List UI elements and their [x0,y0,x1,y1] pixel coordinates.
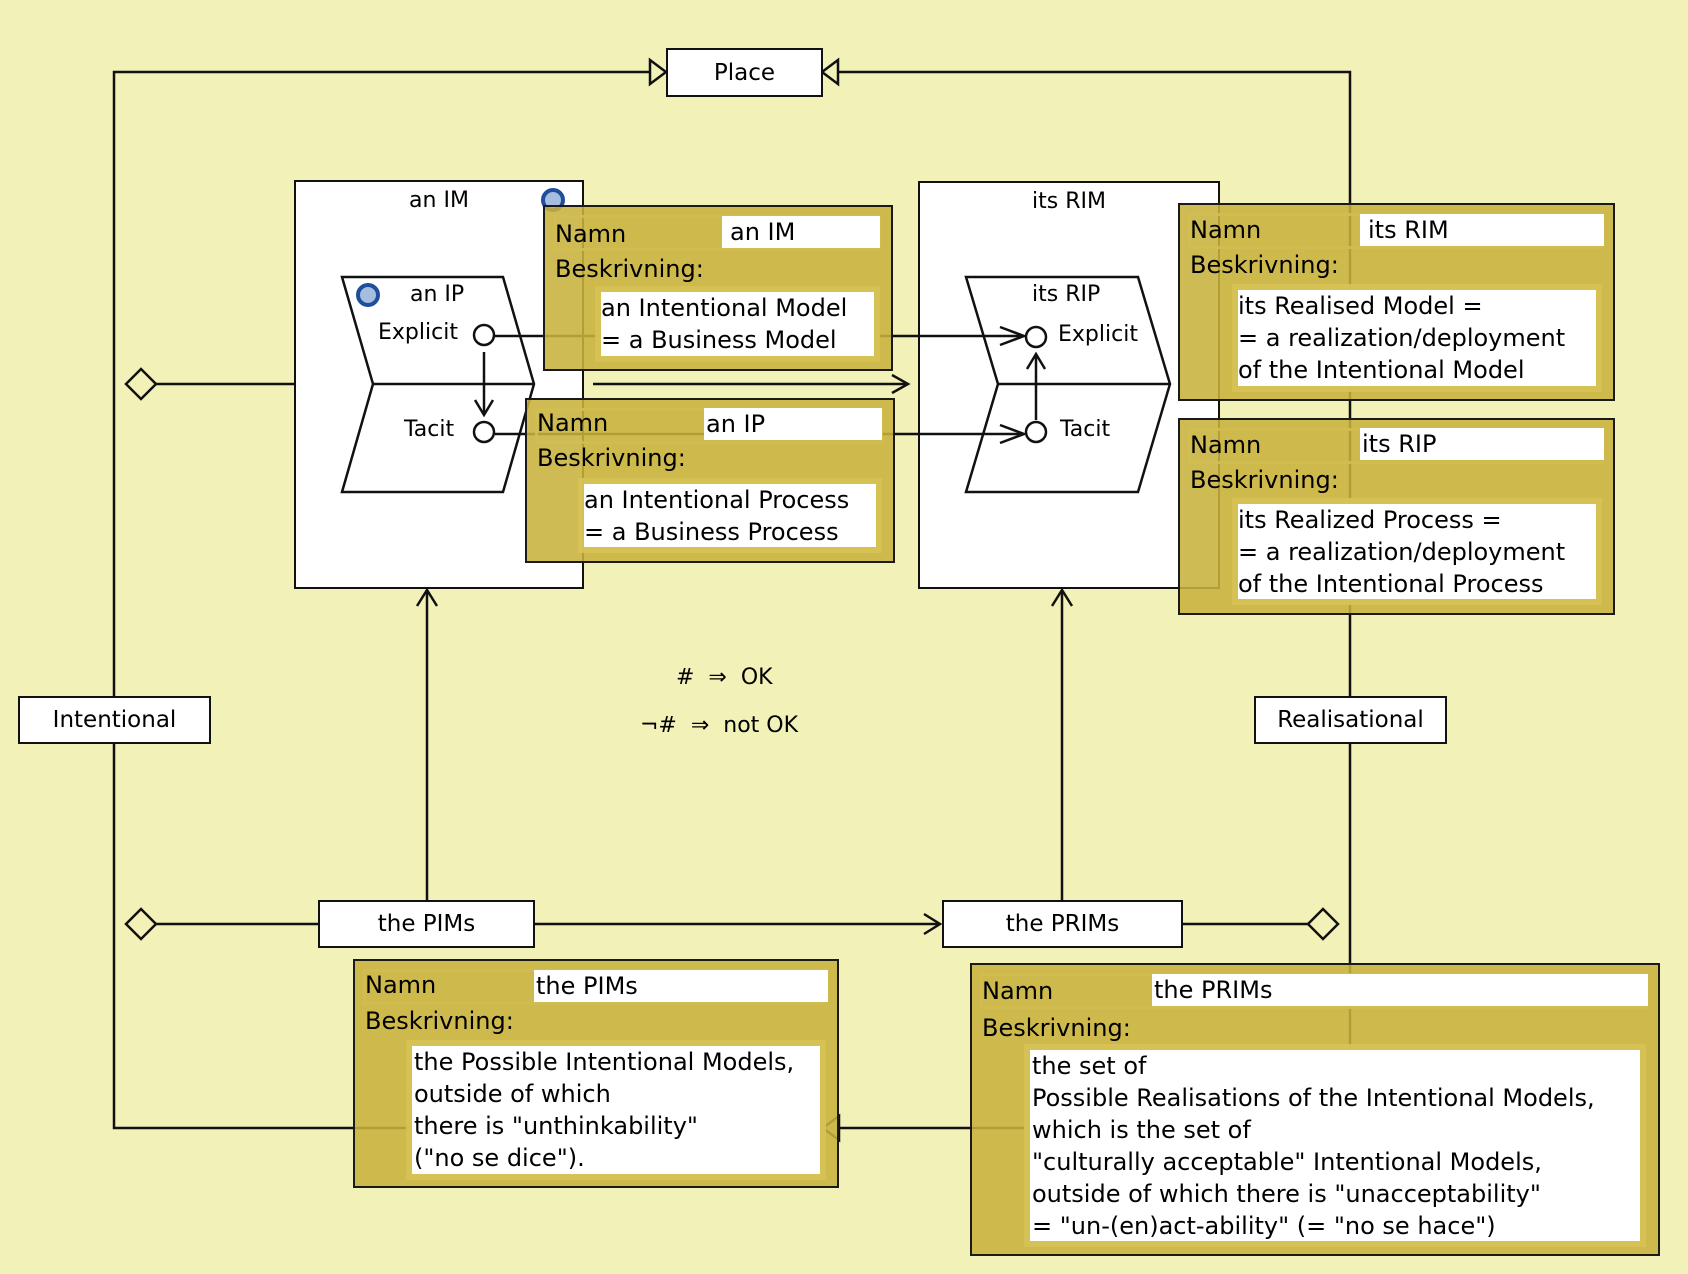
description-field[interactable]: the Possible Intentional Models, outside… [406,1040,826,1180]
ip-title: an IP [410,282,465,307]
prims-class[interactable]: the PRIMs [942,900,1183,948]
description-field[interactable]: its Realised Model = = a realization/dep… [1232,284,1602,392]
legend-not-ok: ¬# ⇒ not OK [640,713,799,738]
rim-title: its RIM [1032,189,1106,214]
ip-explicit-label: Explicit [378,320,458,345]
name-field[interactable]: an IP [704,408,882,440]
property-popup-rim[interactable]: Namn its RIM Beskrivning: its Realised M… [1178,203,1615,401]
ip-explicit-port[interactable] [472,323,496,347]
name-field[interactable]: the PIMs [534,970,828,1002]
intentional-class[interactable]: Intentional [18,696,211,744]
description-label: Beskrivning: [537,444,686,472]
property-popup-rip[interactable]: Namn its RIP Beskrivning: its Realized P… [1178,418,1615,615]
pims-class[interactable]: the PIMs [318,900,535,948]
wire-intentional-to-place [112,70,650,720]
arrowhead-prims-to-rim [1050,587,1074,607]
aggregation-diamond-prims [1306,907,1340,941]
rip-explicit-port[interactable] [1024,325,1048,349]
description-label: Beskrivning: [1190,251,1339,279]
description-field[interactable]: an Intentional Process = a Business Proc… [578,478,882,553]
generalization-triangle-right [819,57,840,87]
property-popup-prims[interactable]: Namn the PRIMs Beskrivning: the set of P… [970,963,1660,1256]
name-field[interactable]: the PRIMs [1152,974,1648,1006]
description-label: Beskrivning: [982,1014,1131,1042]
aggregation-diamond-pims [124,907,158,941]
prims-label: the PRIMs [1005,911,1120,937]
rip-explicit-label: Explicit [1058,322,1138,347]
rip-process-shape[interactable] [964,275,1172,494]
description-label: Beskrivning: [555,255,704,283]
arrowhead-pims-to-prims [923,912,943,936]
im-title: an IM [409,188,469,213]
aggregation-diamond-im [124,367,158,401]
description-field[interactable]: the set of Possible Realisations of the … [1024,1044,1646,1247]
name-label: Namn [1190,431,1262,459]
place-label: Place [713,59,776,86]
name-label: Namn [1190,216,1262,244]
pims-label: the PIMs [377,911,476,937]
realisational-label: Realisational [1277,707,1424,733]
name-label: Namn [365,971,437,999]
intentional-label: Intentional [52,707,177,733]
arrowhead-pims-to-im [415,587,439,607]
place-class[interactable]: Place [666,48,823,97]
generalization-triangle-left [648,57,669,87]
rip-tacit-label: Tacit [1060,417,1111,442]
name-field[interactable]: its RIP [1360,428,1604,460]
name-field[interactable]: its RIM [1360,214,1604,246]
property-popup-im[interactable]: Namn an IM Beskrivning: an Intentional M… [543,205,893,371]
rip-tacit-port[interactable] [1024,420,1048,444]
ip-tacit-label: Tacit [404,417,455,442]
name-label: Namn [982,977,1054,1005]
realisational-class[interactable]: Realisational [1254,696,1447,744]
property-popup-pims[interactable]: Namn the PIMs Beskrivning: the Possible … [353,959,839,1188]
ip-tacit-port[interactable] [472,420,496,444]
legend-ok: # ⇒ OK [676,665,773,690]
name-field[interactable]: an IM [722,216,880,248]
description-label: Beskrivning: [365,1007,514,1035]
name-label: Namn [555,220,627,248]
description-field[interactable]: an Intentional Model = a Business Model [595,286,880,362]
rip-title: its RIP [1032,282,1101,307]
description-label: Beskrivning: [1190,466,1339,494]
arrowhead-im-to-rim [891,373,911,395]
name-label: Namn [537,409,609,437]
description-field[interactable]: its Realized Process = = a realization/d… [1232,498,1602,605]
property-popup-ip[interactable]: Namn an IP Beskrivning: an Intentional P… [525,398,895,563]
